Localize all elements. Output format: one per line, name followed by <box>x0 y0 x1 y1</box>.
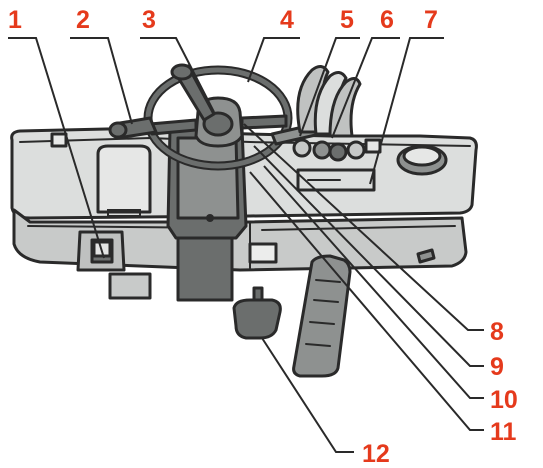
callout-7: 7 <box>424 6 438 34</box>
callout-9: 9 <box>490 353 504 381</box>
control-levers <box>292 65 382 162</box>
turn-signal-lever-icon <box>108 116 158 140</box>
fuse-cover <box>248 242 278 264</box>
dash-display <box>96 144 152 217</box>
callout-1: 1 <box>8 6 22 34</box>
callout-3: 3 <box>142 6 156 34</box>
leader-lines <box>8 37 484 453</box>
callout-2: 2 <box>76 6 90 34</box>
callout-6: 6 <box>380 6 394 34</box>
instrument-display <box>296 168 376 192</box>
wiper-lever-icon <box>170 63 216 122</box>
callout-12: 12 <box>362 440 390 468</box>
callout-11: 11 <box>490 418 517 446</box>
air-vent-icon <box>396 144 448 176</box>
callout-5: 5 <box>340 6 354 34</box>
callout-10: 10 <box>490 386 518 414</box>
callout-8: 8 <box>490 318 504 346</box>
dash-slot <box>416 248 436 264</box>
brake-pedal-icon <box>232 286 282 340</box>
accelerator-pedal-icon <box>292 254 352 378</box>
callout-labels: 1 2 3 4 5 6 7 8 9 10 11 12 <box>8 6 518 468</box>
callout-4: 4 <box>280 6 294 34</box>
